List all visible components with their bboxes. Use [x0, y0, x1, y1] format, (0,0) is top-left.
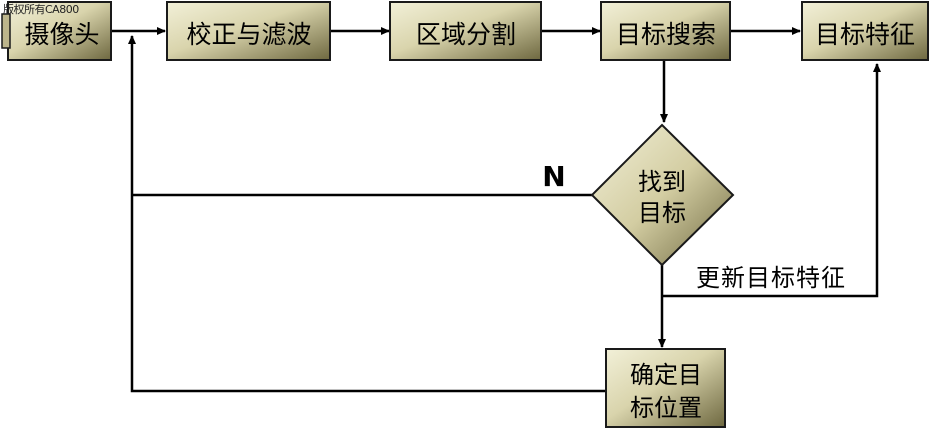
node-locate-label-line2: 标位置	[630, 394, 702, 422]
node-camera: 摄像头	[1, 1, 112, 61]
node-correction-label: 校正与滤波	[186, 20, 311, 49]
node-locate: 确定目 标位置	[605, 348, 726, 428]
decision-label-line2: 目标	[638, 199, 686, 227]
label-update-feature: 更新目标特征	[696, 264, 846, 292]
watermark: 版权所有CA800	[3, 3, 79, 16]
arrow-update-feature	[662, 63, 881, 298]
decision-label-line1: 找到	[638, 168, 686, 196]
label-no: N	[542, 160, 565, 193]
node-feature-label: 目标特征	[815, 20, 915, 49]
node-search-label: 目标搜索	[616, 20, 716, 49]
node-segmentation-label: 区域分割	[416, 20, 516, 49]
node-locate-label-line1: 确定目	[630, 361, 702, 389]
node-correction: 校正与滤波	[166, 1, 331, 61]
node-camera-label: 摄像头	[24, 20, 99, 49]
node-search: 目标搜索	[600, 1, 731, 61]
node-segmentation: 区域分割	[389, 1, 542, 61]
connectors	[112, 27, 881, 393]
arrow-feedback-to-camera	[128, 35, 606, 393]
node-feature: 目标特征	[801, 1, 929, 61]
node-decision-found: 找到 目标	[590, 123, 735, 267]
